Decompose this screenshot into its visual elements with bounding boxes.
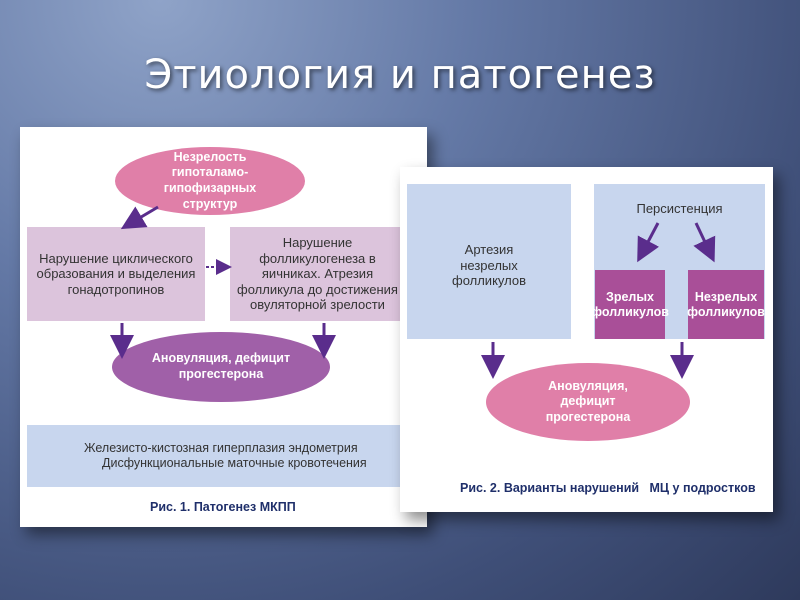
arrow-persistence-to-immature [693, 222, 716, 263]
figure-2-panel: Артезия незрелых фолликулов Персистенция… [400, 167, 773, 512]
figure-1-arrows [110, 205, 336, 359]
anovulation-ellipse: Ановуляция, дефицит прогестерона [112, 332, 330, 402]
atresia-label: Артезия незрелых фолликулов [452, 242, 526, 289]
arrow-persistence-to-mature [637, 222, 660, 263]
bleeding-text: Дисфункциональные маточные кровотечения [102, 456, 367, 470]
anovulation-label-2: Ановуляция, дефицит прогестерона [545, 378, 631, 424]
anovulation-label: Ановуляция, дефицит прогестерона [151, 351, 291, 381]
folliculogenesis-label: Нарушение фолликулогенеза в яичниках. Ат… [237, 235, 398, 313]
mature-follicles-box: Зрелых фолликулов [591, 270, 669, 339]
slide-title: Этиология и патогенез [144, 52, 656, 98]
immature-follicles-box: Незрелых фолликулов [687, 270, 765, 339]
atresia-box: Артезия незрелых фолликулов [407, 184, 571, 339]
figure-2-caption: Рис. 2. Варианты нарушений МЦ у подростк… [460, 481, 756, 495]
anovulation-ellipse-2: Ановуляция, дефицит прогестерона [486, 363, 690, 441]
figure-1-panel: Незрелость гипоталамо-гипофизарных струк… [20, 127, 427, 527]
arrow-immaturity-to-gonadotropin [120, 205, 159, 230]
gonadotropin-label: Нарушение циклического образования и выд… [36, 250, 196, 297]
immaturity-ellipse: Незрелость гипоталамо-гипофизарных струк… [115, 147, 305, 215]
hyperplasia-text: Железисто-кистозная гиперплазия эндометр… [84, 441, 358, 455]
gonadotropin-box: Нарушение циклического образования и выд… [27, 227, 205, 321]
persistence-label: Персистенция [636, 201, 723, 216]
mature-follicles-label: Зрелых фолликулов [591, 289, 669, 319]
immature-follicles-label: Незрелых фолликулов [687, 289, 765, 319]
figure-1-caption: Рис. 1. Патогенез МКПП [150, 500, 296, 514]
folliculogenesis-box: Нарушение фолликулогенеза в яичниках. Ат… [230, 227, 405, 321]
figure-2-arrows [481, 222, 716, 379]
immaturity-label: Незрелость гипоталамо-гипофизарных струк… [163, 149, 257, 211]
consequences-box: Железисто-кистозная гиперплазия эндометр… [27, 425, 425, 487]
